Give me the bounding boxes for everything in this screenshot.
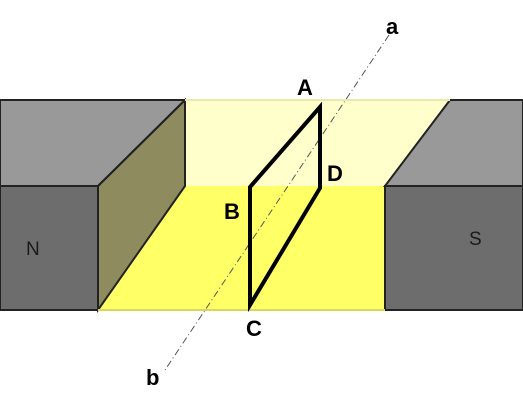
coil-vertex-d-label: D — [327, 161, 343, 186]
field-region-front — [98, 186, 385, 310]
magnet-left-pole-label: N — [26, 239, 40, 260]
magnet-left-inner-face — [98, 100, 185, 310]
rotation-axis — [164, 34, 390, 371]
coil-vertex-b-label: B — [224, 199, 240, 224]
magnet-right-top — [382, 99, 523, 187]
magnet-right-front — [384, 185, 523, 311]
axis-label-b: b — [146, 365, 159, 390]
magnet-left-side — [97, 97, 186, 314]
coil-vertex-a-label: A — [297, 75, 313, 100]
magnet-left-front — [0, 185, 99, 311]
axis-label-a: a — [386, 14, 399, 39]
coil-vertex-c-label: C — [246, 316, 262, 341]
coil-abcd — [248, 101, 322, 313]
magnet-right-pole-label: S — [469, 229, 482, 250]
